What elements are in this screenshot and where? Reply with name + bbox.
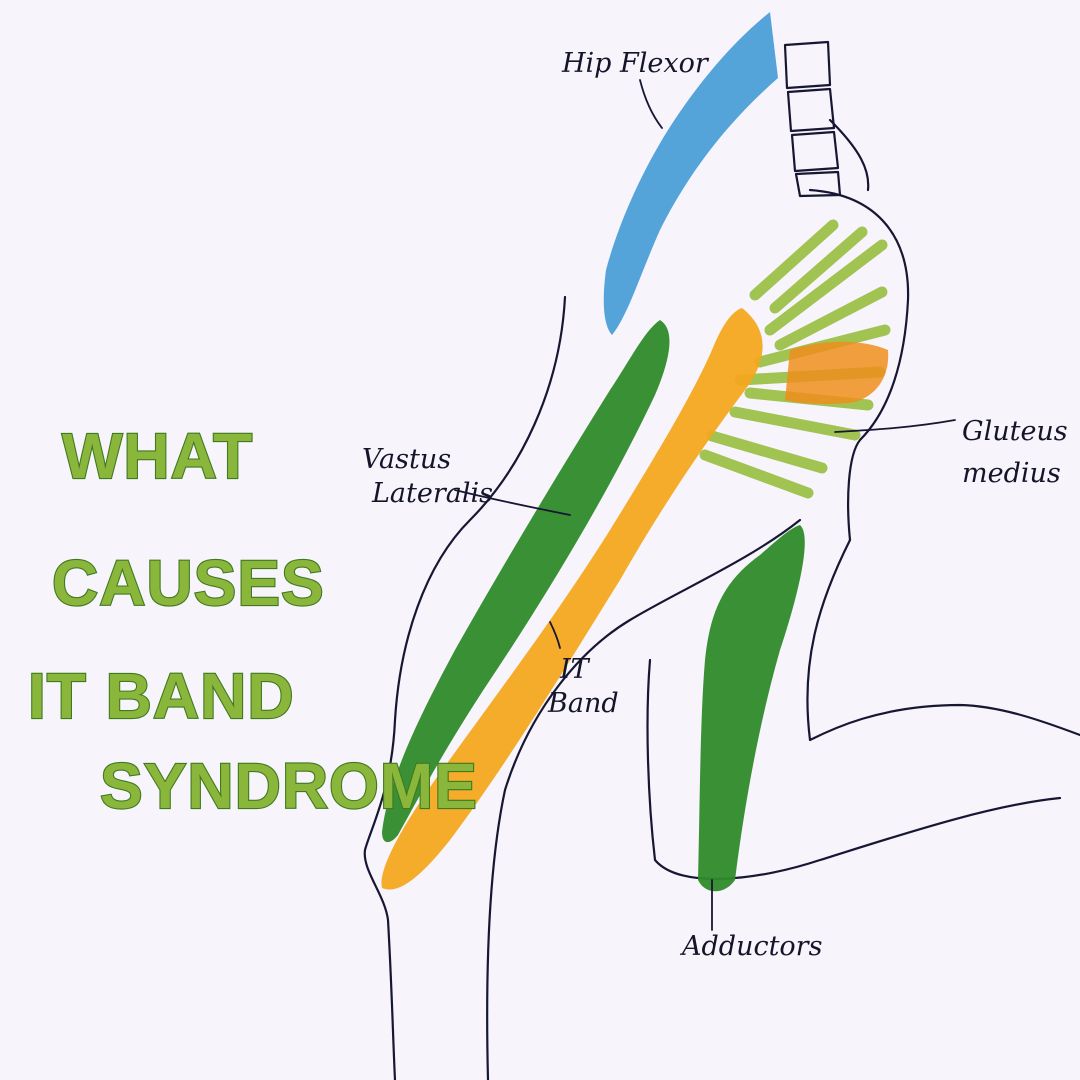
gluteus-medius-leader: [834, 419, 956, 433]
vertebra-1: [783, 40, 832, 90]
title-line-3: IT BAND: [28, 660, 295, 732]
gluteus-medius-callout: Gluteus medius: [834, 416, 1068, 489]
lower-back-outline: [828, 118, 870, 192]
hip-flexor-muscle: [603, 12, 778, 335]
gluteus-medius-label-1: Gluteus: [962, 416, 1068, 447]
spine: [783, 40, 842, 198]
vastus-lateralis-muscle: [382, 320, 670, 843]
adductors-callout: Adductors: [679, 879, 822, 962]
hip-flexor-callout: Hip Flexor: [561, 48, 710, 129]
gluteus-medius-overlay: [785, 341, 889, 405]
gluteus-medius-label-2: medius: [962, 458, 1061, 489]
back-leg-upper: [806, 538, 1080, 742]
title: WHAT CAUSES IT BAND SYNDROME: [27, 419, 478, 823]
vertebra-2: [786, 87, 836, 133]
front-thigh-outline: [363, 295, 567, 1080]
vertebra-3: [790, 130, 840, 173]
buttock-outline: [808, 188, 910, 542]
it-band-leader: [549, 621, 561, 649]
title-line-4: SYNDROME: [100, 750, 478, 822]
it-band-callout: IT Band: [547, 621, 619, 719]
it-band-label-1: IT: [559, 654, 591, 685]
it-band-label-2: Band: [547, 688, 619, 719]
back-thigh-outline: [486, 518, 802, 1080]
adductors-muscle: [698, 525, 805, 892]
vastus-lateralis-leader: [454, 489, 571, 516]
hip-flexor-label: Hip Flexor: [561, 48, 710, 79]
title-line-1: WHAT: [62, 420, 253, 492]
vertebra-4: [794, 170, 842, 198]
adductors-label: Adductors: [679, 931, 822, 962]
vastus-lateralis-label-1: Vastus: [362, 444, 451, 475]
title-line-2: CAUSES: [52, 547, 325, 619]
vastus-lateralis-label-2: Lateralis: [371, 478, 493, 509]
it-band-muscle: [381, 308, 763, 890]
hip-flexor-leader: [639, 79, 663, 129]
vastus-lateralis-callout: Vastus Lateralis: [362, 444, 571, 516]
